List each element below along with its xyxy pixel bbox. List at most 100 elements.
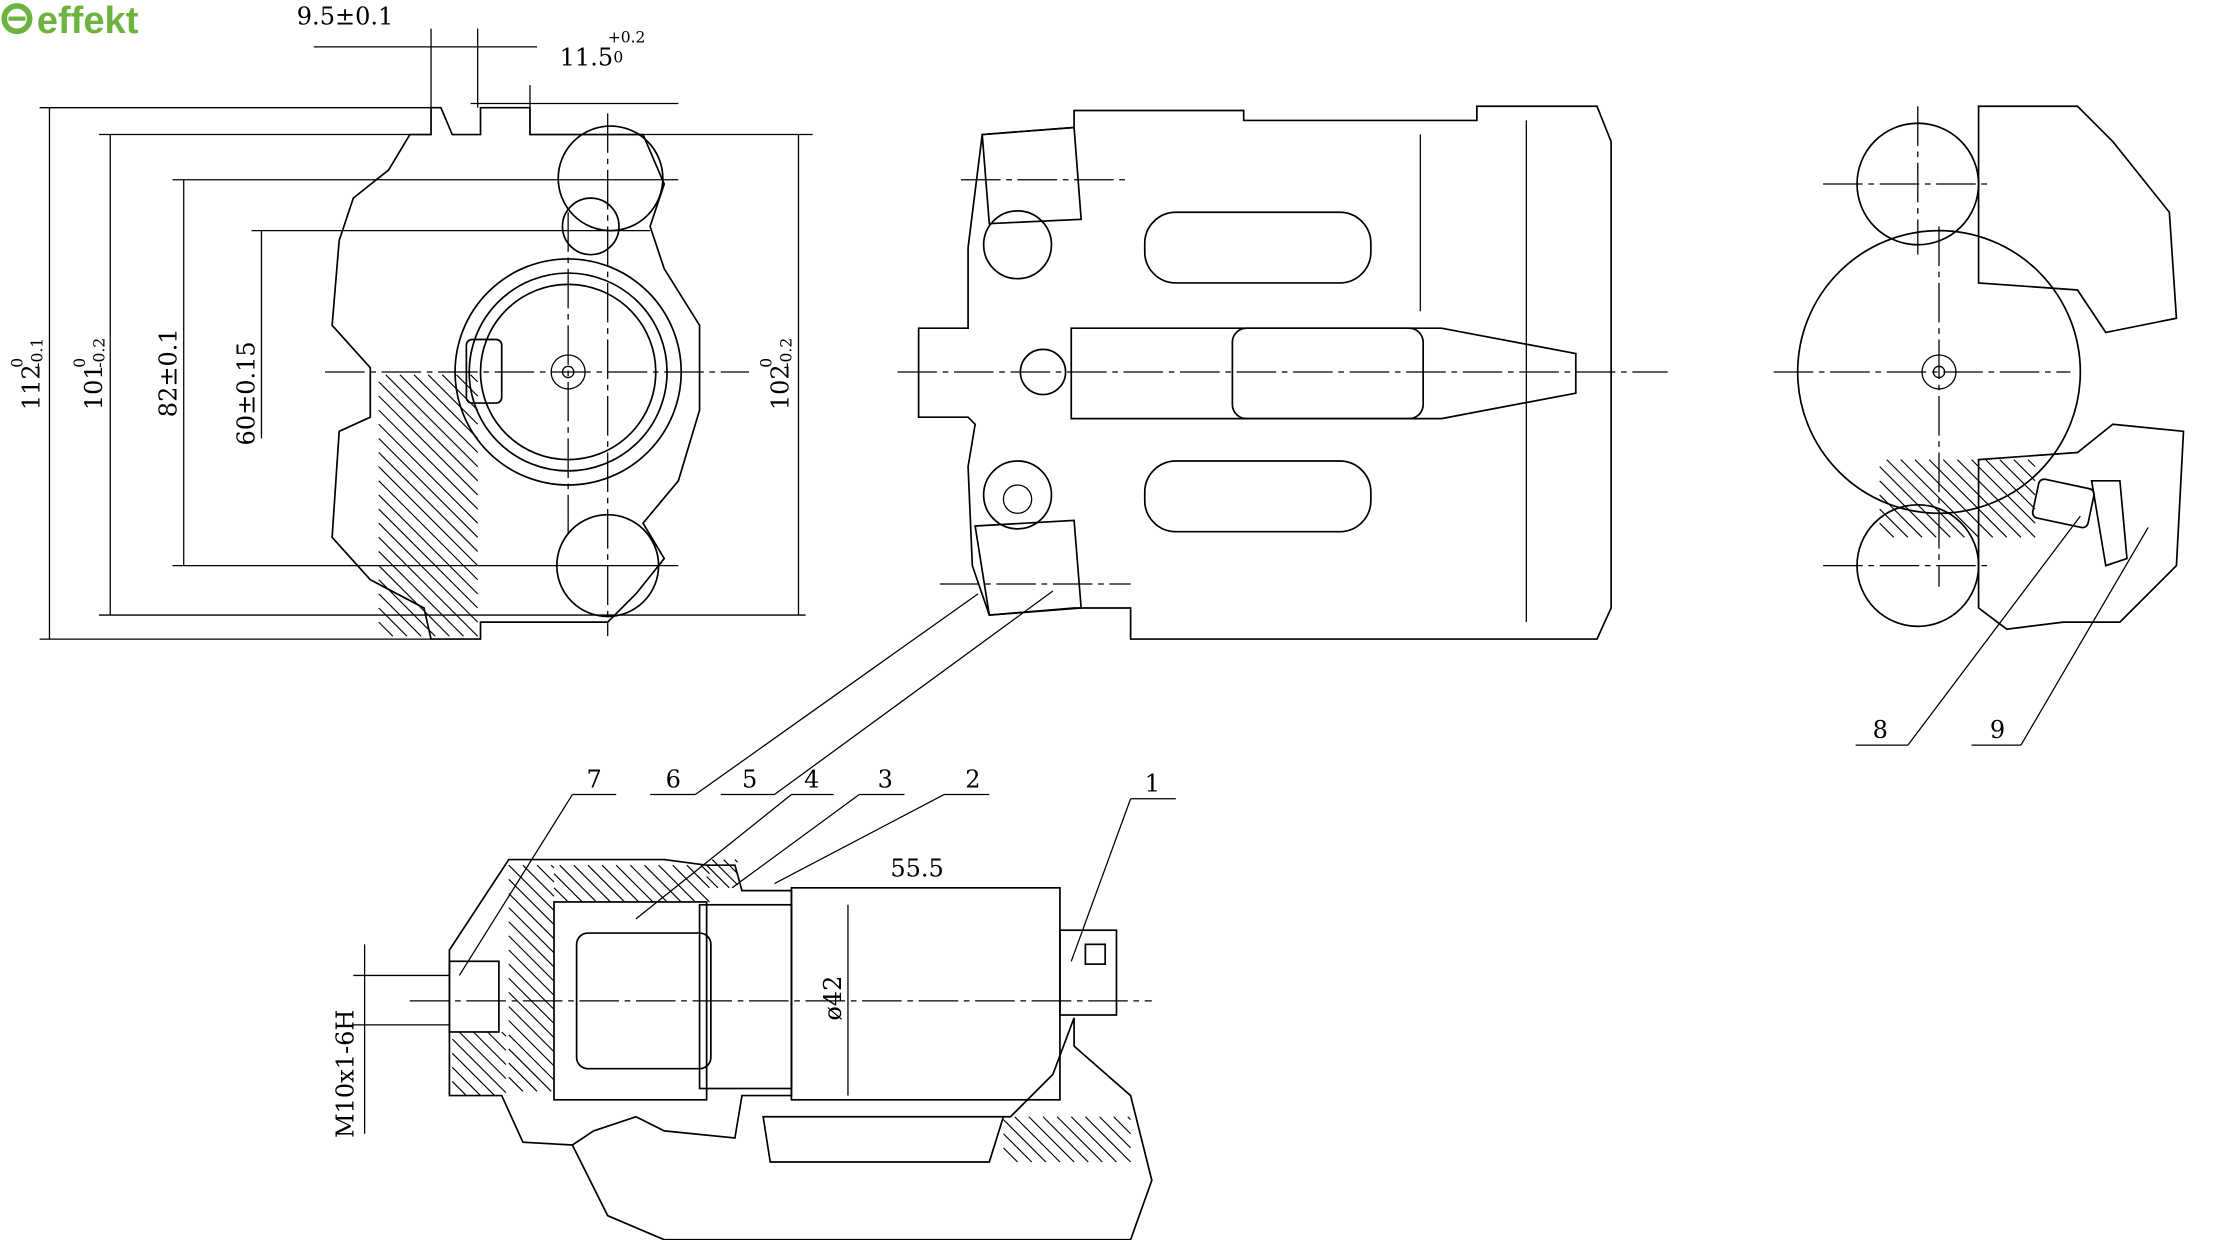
hatch-line (1900, 459, 1979, 538)
hatch-line (378, 381, 479, 482)
callout-1: 1 (1145, 770, 1160, 798)
dim-piston-length: 55.5 (890, 855, 943, 883)
hatch-line (1942, 459, 2022, 538)
callout-5: 5 (742, 765, 757, 793)
callout-numbers: 1 2 3 4 5 6 7 8 9 (587, 716, 2006, 798)
dim-thread: M10x1-6H (331, 1010, 359, 1138)
hatch-line (413, 374, 479, 439)
dim-height-101: 101 (80, 364, 108, 410)
hatch-line (615, 864, 654, 903)
hatch-line (378, 579, 436, 637)
hatch-line (508, 977, 555, 1024)
dim-height-82: 82±0.1 (155, 328, 183, 417)
hatch-line (451, 1066, 481, 1096)
hatch-line (378, 409, 479, 510)
dim-top-width: 9.5±0.1 (297, 2, 394, 30)
hatch-line (451, 1052, 496, 1096)
hatch-line (508, 935, 555, 982)
hatch-line (1084, 1116, 1132, 1163)
dim-102-tol-lower: -0.2 (777, 338, 795, 368)
hatch-line (378, 494, 479, 595)
dim-101-tol-upper: 0 (71, 358, 89, 368)
hatch-line (378, 423, 479, 524)
hatch-line (378, 437, 479, 538)
dim-101-tol-lower: -0.2 (91, 338, 109, 368)
hatch-line (508, 1034, 555, 1081)
hatch-line (1914, 459, 1994, 538)
hatch-line (508, 907, 555, 954)
hatch-line (378, 551, 464, 637)
hatch-line (470, 374, 479, 383)
hatch-line (1099, 1116, 1132, 1149)
hatch-line (378, 395, 479, 496)
dim-112-tol-lower: -0.1 (28, 338, 46, 368)
hatch-line (1879, 522, 1895, 538)
callout-7: 7 (587, 765, 602, 793)
hatch-line (508, 893, 555, 940)
callout-4: 4 (804, 765, 819, 793)
hatch-line (553, 887, 569, 903)
hatch-line (1003, 1147, 1018, 1163)
hatch-line (1127, 1116, 1132, 1120)
hatch-line (706, 864, 730, 889)
hatch-line (399, 374, 479, 453)
hatch-line (378, 522, 479, 623)
callout-6: 6 (666, 765, 681, 793)
hatch-line (473, 1031, 507, 1065)
hatch-line (1886, 459, 1965, 538)
hatch-line (378, 466, 479, 566)
hatch-line (1999, 459, 2036, 496)
hatch-line (587, 864, 626, 903)
hatch-line (508, 1006, 555, 1053)
callout-9: 9 (1990, 716, 2005, 744)
hatch-line (536, 864, 555, 883)
hatch-line (378, 480, 479, 581)
hatch-line (378, 565, 450, 637)
dim-height-102: 102 (767, 364, 795, 410)
hatch-line (427, 374, 479, 425)
hatch-line (644, 864, 682, 903)
hatch-line (508, 1020, 555, 1067)
hatch-line (1879, 466, 1951, 538)
hatch-line (508, 991, 555, 1039)
hatch-line (1003, 1119, 1047, 1163)
top-view (897, 105, 1668, 640)
hatch-line (1879, 508, 1909, 538)
hatch-line (706, 876, 719, 889)
hatch-line (723, 859, 739, 875)
hatch-line (672, 864, 710, 903)
hatch-line (508, 1076, 524, 1092)
hatch-line (508, 963, 555, 1010)
dim-height-60: 60±0.15 (232, 341, 260, 445)
hatch-line (1985, 459, 2036, 510)
dim-112-tol-upper: 0 (9, 358, 27, 368)
hatch-line (1056, 1116, 1103, 1163)
hatch-line (451, 1038, 507, 1094)
callout-8: 8 (1873, 716, 1888, 744)
hatch-line (508, 921, 555, 968)
dim-height-112: 112 (18, 364, 46, 410)
hatch-line (1042, 1116, 1089, 1163)
hatch-line (601, 864, 640, 903)
hatch-line (658, 864, 696, 903)
hatch-line (550, 864, 555, 869)
hatch-line (700, 864, 710, 875)
callout-3: 3 (878, 765, 893, 793)
hatch-line (508, 1048, 552, 1092)
hatch-line (441, 374, 479, 411)
hatch-line (553, 873, 583, 903)
hatch-line (378, 452, 479, 552)
section-view (353, 858, 1153, 1240)
hatch-line (573, 864, 611, 903)
hatch-line (378, 621, 394, 637)
front-view (325, 106, 750, 640)
dim-slot-tol-lower: 0 (613, 48, 623, 66)
hatch-line (378, 536, 479, 637)
callout-leaders (458, 515, 2149, 976)
hatch-line (508, 864, 555, 911)
hatch-line (1971, 459, 2036, 524)
logo-text: effekt (37, 0, 139, 42)
dim-bore-diameter: ø42 (819, 976, 847, 1021)
hatch-line (1956, 459, 2036, 538)
dim-slot-tol-upper: +0.2 (608, 29, 646, 47)
